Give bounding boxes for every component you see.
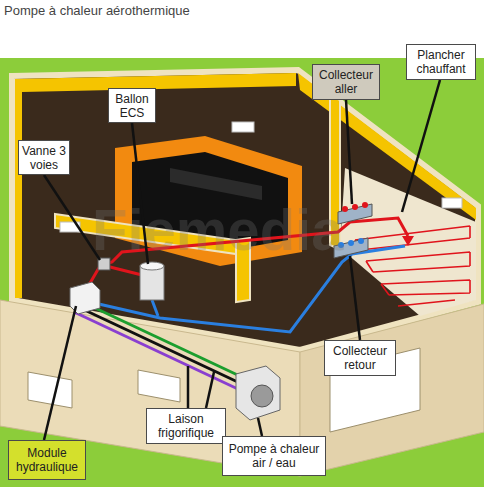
callout-text: Vanne 3 voies	[22, 144, 66, 172]
leader-line	[346, 100, 352, 204]
callout-text: Ballon ECS	[112, 92, 152, 120]
callout-text: Laison frigorifique	[150, 412, 222, 440]
supply-pipe	[86, 218, 408, 290]
callout-text: Collecteur aller	[316, 68, 376, 96]
callout-box: Collecteur aller	[312, 64, 380, 100]
leader-line	[206, 372, 214, 408]
manifold-valve	[362, 202, 368, 208]
return-manifold	[334, 238, 368, 258]
leader-lines	[44, 80, 440, 440]
leader-line	[187, 366, 190, 408]
callout-box: Collecteur retour	[324, 340, 396, 376]
leader-line	[44, 306, 76, 440]
leader-line	[44, 175, 100, 260]
callout-box: Ballon ECS	[108, 88, 156, 123]
floor-heating-loop	[355, 226, 470, 306]
manifold-valve	[352, 204, 358, 210]
radiator	[232, 122, 254, 132]
manifold-valve	[342, 206, 348, 212]
leader-line	[350, 256, 360, 340]
window	[28, 372, 72, 408]
callout-text: Module hydraulique	[12, 446, 82, 474]
outdoor-unit-fan	[251, 385, 273, 407]
partition-wall	[236, 238, 250, 302]
callout-box: Pompe à chaleur air / eau	[222, 436, 326, 476]
flow-arrow	[402, 236, 414, 246]
leader-line	[402, 80, 440, 212]
manifold-valve	[358, 238, 364, 244]
house-floor	[12, 70, 478, 350]
manifold-valve	[348, 240, 354, 246]
leader-line	[258, 418, 262, 436]
callout-box: Laison frigorifique	[146, 408, 226, 444]
callout-box: Vanne 3 voies	[18, 140, 70, 175]
radiator	[442, 198, 462, 208]
side-facade	[300, 304, 484, 476]
callout-box: Module hydraulique	[8, 440, 86, 480]
lawn	[0, 58, 484, 487]
leader-line	[132, 123, 148, 264]
diagram-title: Pompe à chaleur aérothermique	[4, 3, 190, 18]
callout-box: Plancher chauffant	[406, 44, 476, 80]
wall-inner-face	[15, 73, 296, 298]
hot-water-tank-top	[140, 262, 164, 270]
window	[138, 370, 180, 402]
sofa	[170, 168, 262, 200]
outdoor-unit	[236, 366, 280, 420]
callout-text: Collecteur retour	[328, 344, 392, 372]
hot-water-tank	[140, 266, 164, 300]
refrigerant-pipe	[78, 300, 244, 378]
return-pipe	[152, 300, 158, 316]
callout-text: Plancher chauffant	[410, 48, 472, 76]
partition-wall	[330, 95, 340, 250]
manifold-valve	[338, 242, 344, 248]
callout-text: Pompe à chaleur air / eau	[226, 442, 322, 470]
watermark: Fiemedia	[92, 196, 343, 263]
